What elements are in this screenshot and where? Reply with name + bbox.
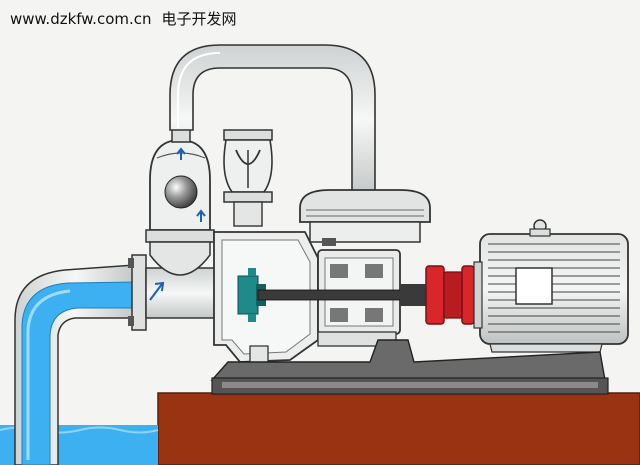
electric-motor: [473, 219, 629, 353]
separator-chamber: [145, 127, 215, 276]
watermark-url: www.dzkfw.com.cn: [10, 10, 152, 28]
float-ball-icon: [164, 175, 198, 209]
gooseneck-pipe: [169, 44, 376, 196]
watermark-site-name: 电子开发网: [161, 10, 237, 28]
pump-shaft: [257, 289, 411, 301]
coupling: [400, 265, 475, 325]
watermark: www.dzkfw.com.cn 电子开发网: [10, 8, 237, 29]
up-arrow-icon: [176, 147, 186, 160]
diagonal-arrow-icon: [149, 281, 165, 301]
priming-tank: [299, 189, 431, 246]
up-arrow-icon: [196, 209, 206, 222]
ground-block: [157, 392, 640, 465]
valve-chamber: [223, 129, 273, 227]
base-frame: [210, 339, 609, 395]
